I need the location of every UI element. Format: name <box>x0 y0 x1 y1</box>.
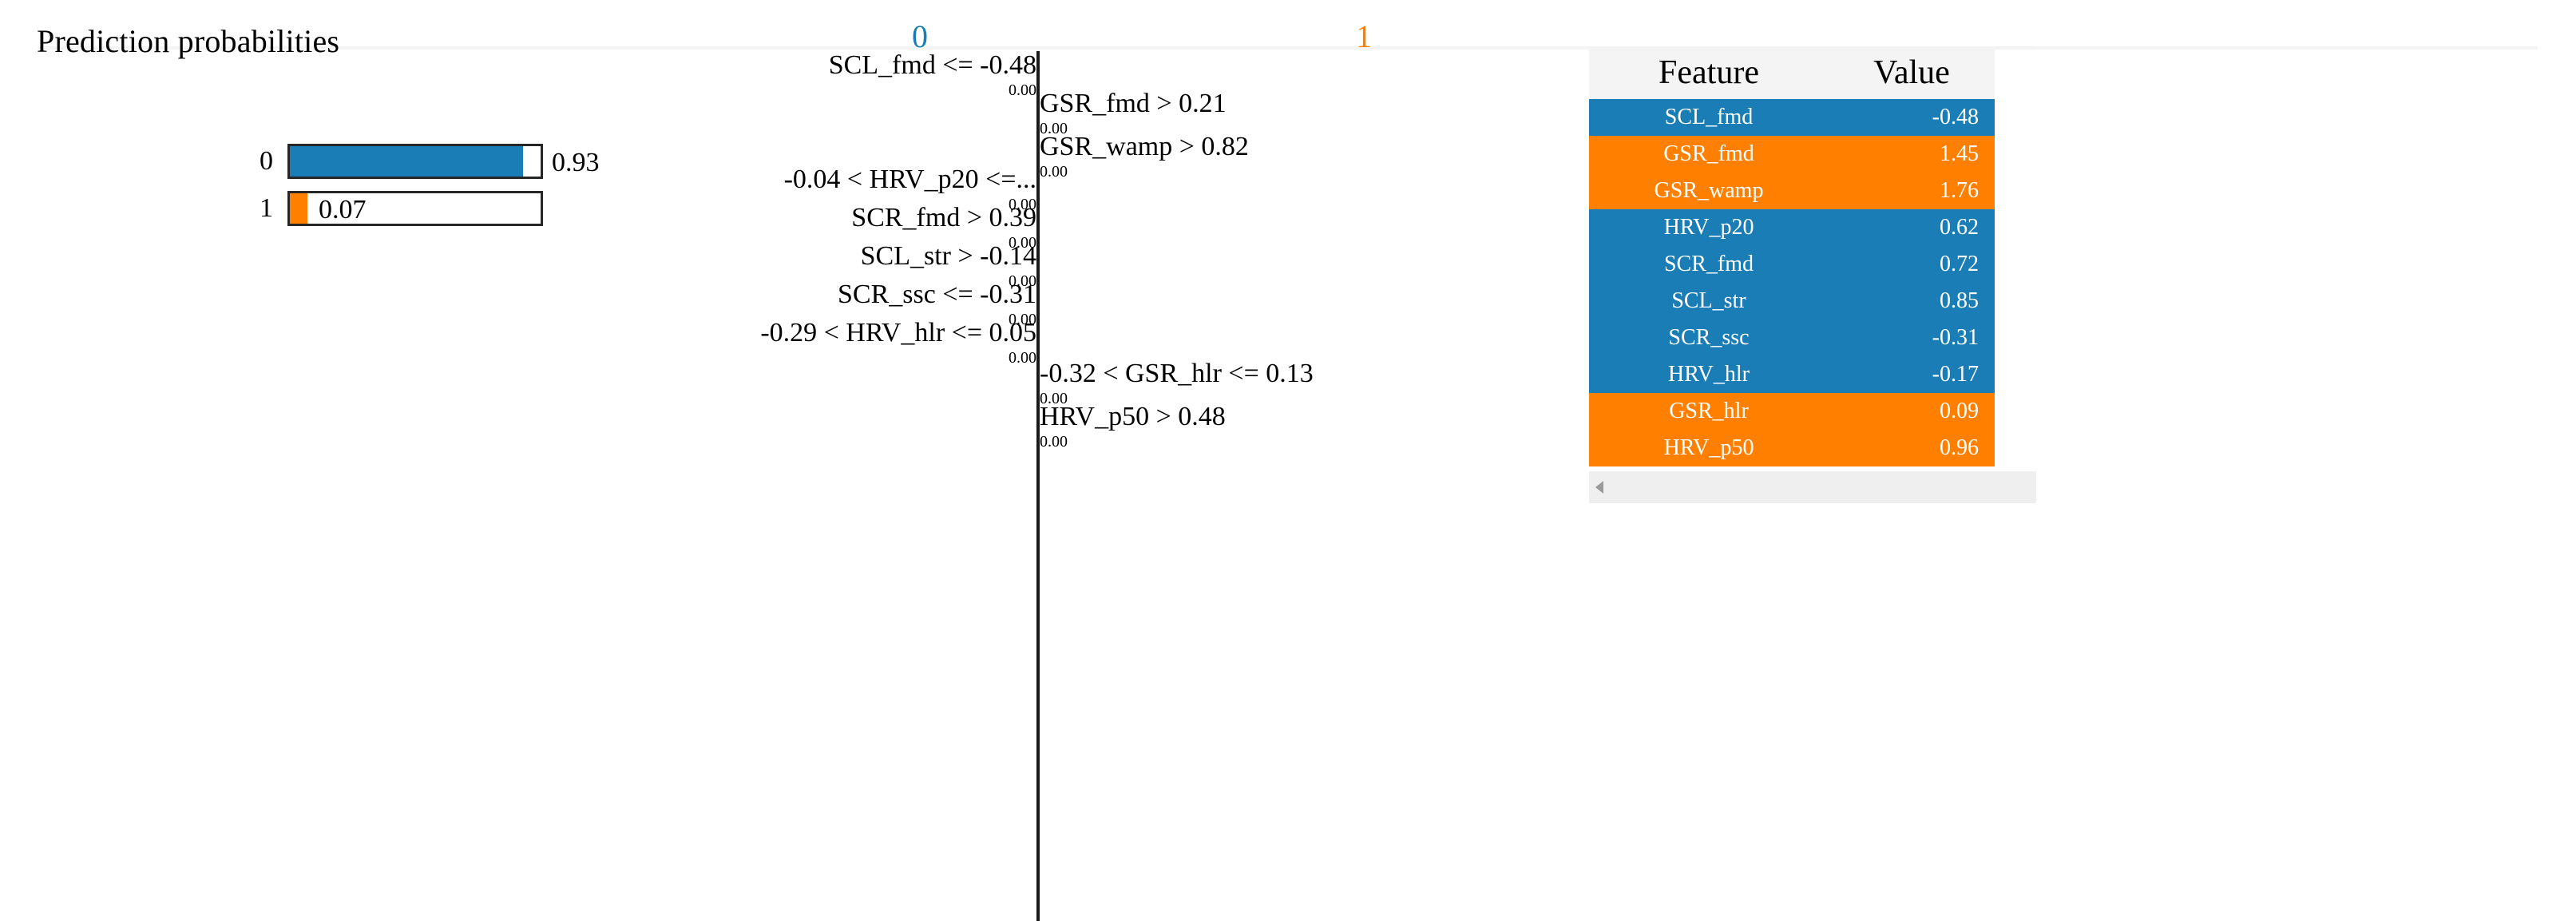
lime-item-weight: 0.00 <box>1040 163 1068 181</box>
table-row: SCR_fmd 0.72 <box>1589 246 1995 283</box>
column-header-value: Value <box>1873 54 1950 91</box>
lime-item-label: GSR_wamp > 0.82 <box>1040 132 1249 161</box>
lime-item-weight: 0.00 <box>1040 433 1068 451</box>
lime-item-weight: 0.00 <box>1009 272 1036 290</box>
lime-item-label: SCR_fmd > 0.39 <box>851 203 1036 232</box>
probability-row-class-1: 1 0.07 <box>0 189 543 228</box>
lime-item-weight: 0.00 <box>1040 120 1068 137</box>
feature-value-cell: 0.09 <box>1940 399 1979 423</box>
lime-item-weight: 0.00 <box>1009 81 1036 99</box>
probability-bar-fill-class-1 <box>290 193 307 224</box>
zero-axis-line <box>1036 51 1040 921</box>
probability-value-class-0: 0.93 <box>552 148 600 177</box>
lime-item-label: -0.04 < HRV_p20 <=... <box>783 165 1036 194</box>
probability-bar-track-class-1: 0.07 <box>287 191 543 226</box>
lime-item-label: SCL_fmd <= -0.48 <box>828 50 1036 80</box>
lime-item: SCR_ssc <= -0.31 0.00 <box>318 279 1036 339</box>
lime-item-label: SCL_str > -0.14 <box>860 241 1036 271</box>
lime-item-label: -0.32 < GSR_hlr <= 0.13 <box>1040 359 1314 388</box>
probability-label-class-1: 1 <box>260 193 273 223</box>
probability-bar-fill-class-0 <box>290 146 524 177</box>
probability-bar-track-class-0: 0.93 <box>287 144 600 179</box>
lime-item-label: -0.29 < HRV_hlr <= 0.05 <box>760 318 1036 347</box>
feature-name-cell: HRV_p20 <box>1663 215 1754 240</box>
prediction-probabilities-title: Prediction probabilities <box>37 23 340 59</box>
lime-item: SCR_fmd > 0.39 0.00 <box>318 202 1036 263</box>
lime-item: -0.29 < HRV_hlr <= 0.05 0.00 <box>318 317 1036 378</box>
feature-name-cell: GSR_fmd <box>1663 141 1754 166</box>
feature-value-cell: 0.72 <box>1940 252 1979 276</box>
lime-item-weight: 0.00 <box>1009 196 1036 213</box>
probability-value-class-1: 0.07 <box>319 195 367 224</box>
feature-value-cell: 0.96 <box>1940 435 1979 460</box>
probability-label-class-0: 0 <box>260 146 273 176</box>
lime-item: GSR_fmd > 0.21 0.00 <box>1040 88 1758 149</box>
lime-item-label: GSR_fmd > 0.21 <box>1040 89 1227 118</box>
feature-name-cell: SCR_ssc <box>1668 325 1750 350</box>
column-header-feature: Feature <box>1659 54 1759 91</box>
table-row: GSR_hlr 0.09 <box>1589 393 1995 430</box>
feature-value-cell: -0.17 <box>1932 362 1979 387</box>
class-legend-0: 0 <box>912 18 928 54</box>
feature-name-cell: GSR_hlr <box>1669 399 1749 423</box>
class-legend-1: 1 <box>1356 18 1372 54</box>
table-row: HRV_hlr -0.17 <box>1589 356 1995 393</box>
feature-value-cell: -0.48 <box>1932 105 1979 129</box>
feature-value-cell: -0.31 <box>1932 325 1979 350</box>
feature-name-cell: GSR_wamp <box>1654 178 1764 203</box>
feature-value-cell: 1.45 <box>1940 141 1979 166</box>
table-row: GSR_fmd 1.45 <box>1589 136 1995 173</box>
lime-item: HRV_p50 > 0.48 0.00 <box>1040 401 1758 462</box>
scroll-left-arrow-icon[interactable] <box>1595 481 1603 494</box>
prediction-probabilities-panel: Prediction probabilities 0 0.93 1 0.07 <box>0 0 703 320</box>
feature-name-cell: SCL_str <box>1671 288 1746 313</box>
lime-item-weight: 0.00 <box>1009 349 1036 367</box>
probability-row-class-0: 0 0.93 <box>0 142 600 181</box>
feature-name-cell: HRV_p50 <box>1663 435 1754 460</box>
lime-item: -0.32 < GSR_hlr <= 0.13 0.00 <box>1040 358 1758 419</box>
table-row: HRV_p20 0.62 <box>1589 209 1995 246</box>
table-row: GSR_wamp 1.76 <box>1589 173 1995 209</box>
table-row: SCL_str 0.85 <box>1589 283 1995 320</box>
feature-table-header-row: Feature Value <box>1589 46 1995 99</box>
feature-value-cell: 1.76 <box>1940 178 1979 203</box>
lime-item-label: SCR_ssc <= -0.31 <box>838 280 1036 309</box>
table-row: SCL_fmd -0.48 <box>1589 99 1995 136</box>
table-horizontal-scrollbar[interactable] <box>1589 471 2036 503</box>
lime-item-weight: 0.00 <box>1009 311 1036 328</box>
feature-value-cell: 0.62 <box>1940 215 1979 240</box>
table-row: HRV_p50 0.96 <box>1589 430 1995 466</box>
feature-value-cell: 0.85 <box>1940 288 1979 313</box>
feature-name-cell: SCR_fmd <box>1663 252 1754 276</box>
lime-item-weight: 0.00 <box>1009 234 1036 252</box>
feature-name-cell: SCL_fmd <box>1664 105 1754 129</box>
lime-item: -0.04 < HRV_p20 <=... 0.00 <box>318 164 1036 224</box>
feature-name-cell: HRV_hlr <box>1668 362 1750 387</box>
table-row: SCR_ssc -0.31 <box>1589 320 1995 356</box>
lime-item: GSR_wamp > 0.82 0.00 <box>1040 131 1758 192</box>
lime-item-weight: 0.00 <box>1040 390 1068 407</box>
top-divider <box>38 46 2538 50</box>
lime-item-label: HRV_p50 > 0.48 <box>1040 402 1226 431</box>
